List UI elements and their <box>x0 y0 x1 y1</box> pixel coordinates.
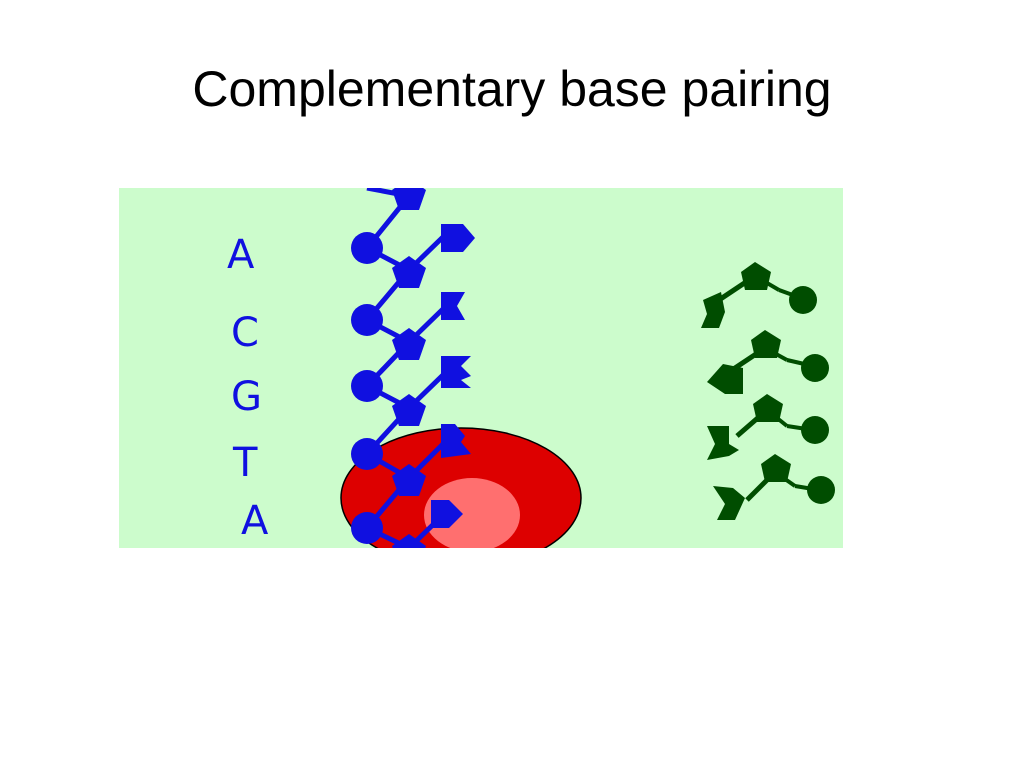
phosphate-5 <box>351 512 383 544</box>
sugar-2 <box>392 328 426 360</box>
base-pairing-figure: A C G T A <box>119 188 843 548</box>
letter-5: A <box>241 498 269 544</box>
base-a <box>441 224 475 252</box>
letter-4: T <box>232 440 258 486</box>
phosphate-2 <box>351 304 383 336</box>
sugar-4 <box>392 464 426 496</box>
sugar-1 <box>392 256 426 288</box>
sugar-5 <box>392 534 426 548</box>
sugar-0 <box>392 188 426 210</box>
base-t <box>441 424 471 458</box>
slide-title: Complementary base pairing <box>192 61 832 117</box>
free-nucleotides <box>701 262 835 520</box>
template-strand <box>351 188 475 548</box>
phosphate-1 <box>351 232 383 264</box>
diagram-canvas: A C G T A <box>119 188 843 548</box>
base-g <box>441 356 471 388</box>
free-nucleotide-4 <box>713 454 835 520</box>
free-nucleotide-1 <box>701 262 817 328</box>
letter-1: A <box>227 232 255 278</box>
sugar-3 <box>392 394 426 426</box>
strand-letters: A C G T A <box>227 232 269 544</box>
free-nucleotide-2 <box>707 330 829 394</box>
letter-2: C <box>231 310 259 356</box>
free-nucleotide-3 <box>707 394 829 460</box>
letter-3: G <box>231 374 262 420</box>
phosphate-4 <box>351 438 383 470</box>
phosphate-3 <box>351 370 383 402</box>
enzyme-active-site <box>424 478 520 548</box>
enzyme <box>340 427 582 548</box>
base-a-2 <box>431 500 463 528</box>
base-c <box>441 292 465 320</box>
